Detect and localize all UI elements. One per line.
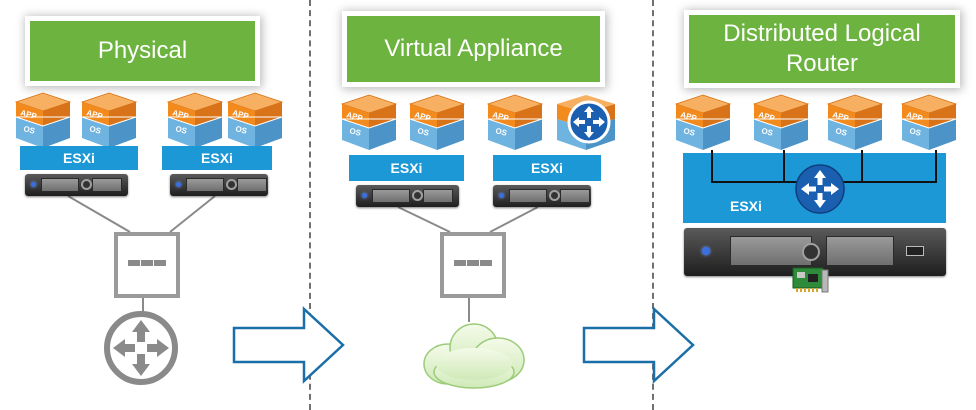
esxi-label: ESXi — [531, 160, 563, 176]
server-icon — [356, 185, 459, 207]
drive-bay — [560, 189, 590, 203]
router-vm-icon — [551, 92, 621, 152]
drive-bay — [826, 236, 894, 266]
panel-divider-right — [652, 0, 654, 410]
server-knob — [226, 179, 237, 190]
vm-app-label: APP — [758, 110, 777, 123]
panel-title-physical-text: Physical — [97, 37, 188, 64]
app-os-vm-icon: APP OS — [896, 92, 962, 157]
vm-app-label: APP — [172, 108, 191, 121]
server-icon — [170, 174, 268, 196]
vm-app-label: APP — [492, 110, 511, 123]
vm-app-label: APP — [680, 110, 699, 123]
server-led — [702, 247, 710, 255]
esxi-host-bar: ESXi — [162, 146, 272, 170]
server-icon — [493, 185, 591, 207]
drive-bay — [423, 189, 453, 203]
vm-os-label: OS — [175, 124, 189, 136]
switch-dot — [454, 260, 466, 266]
drive-bay — [41, 178, 79, 192]
switch-dot — [154, 260, 166, 266]
server-knob — [549, 190, 560, 201]
app-os-vm-icon: APP OS — [336, 92, 402, 157]
app-os-vm-icon: APP OS — [76, 90, 142, 155]
drive-bay — [372, 189, 410, 203]
server-led — [176, 182, 181, 187]
vm-app-label: APP — [20, 108, 39, 121]
vm-os-label: OS — [235, 124, 249, 136]
app-os-vm-icon: APP OS — [222, 90, 288, 155]
drive-bay — [186, 178, 224, 192]
vm-os-label: OS — [495, 126, 509, 138]
vm-os-label: OS — [349, 126, 363, 138]
vm-os-label: OS — [89, 124, 103, 136]
drive-bay — [730, 236, 812, 266]
esxi-label: ESXi — [390, 160, 423, 176]
switch-dot — [480, 260, 492, 266]
app-os-vm-icon: APP OS — [404, 92, 470, 157]
server-led — [499, 193, 504, 198]
vm-app-label: APP — [832, 110, 851, 123]
panel-title-virtual-appliance-text: Virtual Appliance — [384, 35, 563, 62]
arrow-icon — [582, 306, 696, 384]
server-led — [362, 193, 367, 198]
esxi-host-bar: ESXi — [349, 155, 464, 181]
drive-bay — [237, 178, 267, 192]
vm-app-label: APP — [414, 110, 433, 123]
app-os-vm-icon: APP OS — [748, 92, 814, 157]
app-os-vm-icon: APP OS — [482, 92, 548, 157]
app-os-vm-icon: APP OS — [670, 92, 736, 157]
server-led — [31, 182, 36, 187]
drive-bay — [509, 189, 547, 203]
panel-title-virtual-appliance: Virtual Appliance — [347, 16, 600, 82]
app-os-vm-icon: APP OS — [162, 90, 228, 155]
server-icon — [25, 174, 128, 196]
esxi-label: ESXi — [201, 150, 233, 166]
panel-title-physical: Physical — [30, 21, 255, 81]
esxi-label: ESXi — [730, 198, 762, 214]
vm-os-label: OS — [683, 126, 697, 138]
router-icon — [795, 164, 845, 214]
router-icon — [103, 310, 179, 386]
esxi-label: ESXi — [63, 150, 95, 166]
cloud-icon — [418, 318, 530, 390]
drive-bay — [92, 178, 122, 192]
switch-icon — [440, 232, 506, 298]
nic-card-icon — [792, 266, 832, 296]
vm-app-label: APP — [232, 108, 251, 121]
vm-app-label: APP — [86, 108, 105, 121]
server-knob — [412, 190, 423, 201]
app-os-vm-icon: APP OS — [822, 92, 888, 157]
switch-dot — [467, 260, 479, 266]
vm-os-label: OS — [909, 126, 923, 138]
vm-app-label: APP — [906, 110, 925, 123]
panel-title-dlr-line2: Router — [785, 50, 859, 77]
panel-title-dlr-line1: Distributed Logical — [723, 20, 921, 47]
panel-divider-left — [309, 0, 311, 410]
vm-os-label: OS — [835, 126, 849, 138]
app-os-vm-icon: APP OS — [10, 90, 76, 155]
esxi-host-bar: ESXi — [493, 155, 601, 181]
server-knob — [802, 243, 820, 261]
server-knob — [81, 179, 92, 190]
vm-os-label: OS — [761, 126, 775, 138]
vm-os-label: OS — [23, 124, 37, 136]
vm-os-label: OS — [417, 126, 431, 138]
vm-app-label: APP — [346, 110, 365, 123]
switch-icon — [114, 232, 180, 298]
switch-dot — [128, 260, 140, 266]
server-icon-large — [684, 228, 946, 276]
server-port — [906, 246, 924, 256]
panel-title-dlr: Distributed Logical Router — [689, 15, 955, 83]
esxi-host-bar: ESXi — [20, 146, 138, 170]
switch-dot — [141, 260, 153, 266]
arrow-icon — [232, 306, 346, 384]
